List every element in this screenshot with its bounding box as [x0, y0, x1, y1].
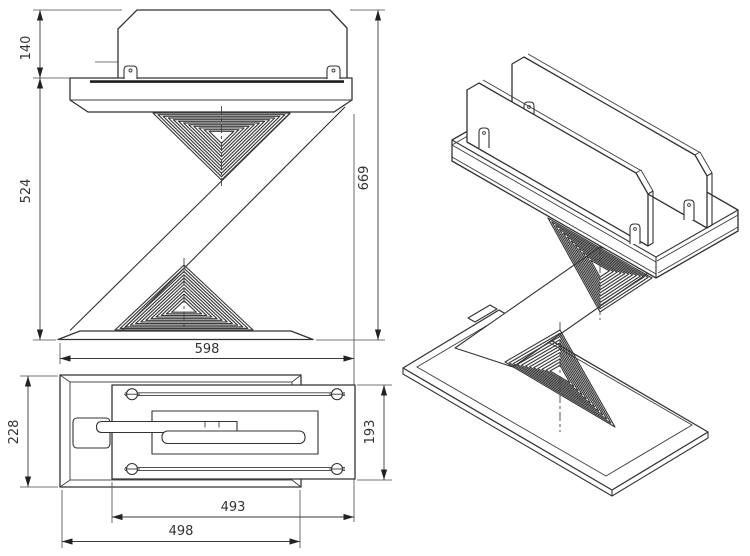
dimension-overall-height: 669 [316, 9, 385, 341]
dimension-panel-height: 140 [19, 9, 122, 79]
front-panel [117, 9, 348, 78]
iso-bottom-spiral [504, 329, 616, 428]
dim-value-base-length: 498 [169, 524, 194, 539]
dimension-plate-length: 493 [111, 482, 354, 523]
front-base [57, 330, 314, 341]
dimension-base-length: 498 [61, 490, 301, 548]
rod-top [125, 392, 345, 397]
dim-value-plate-depth: 193 [363, 420, 378, 445]
dim-value-plate-length: 493 [221, 500, 246, 515]
iso-far-panel [511, 53, 713, 229]
iso-foot-notch [467, 304, 498, 323]
dim-value-overall-height: 669 [357, 166, 372, 191]
dimension-base-depth: 228 [7, 375, 58, 488]
iso-near-panel [466, 79, 654, 247]
dim-value-body-height: 524 [19, 179, 34, 204]
dimension-body-height: 524 [19, 78, 56, 341]
front-beam [69, 77, 353, 113]
strut-arm [95, 420, 238, 434]
strut-upper-slot [161, 430, 306, 445]
dim-value-panel-height: 140 [19, 36, 34, 61]
rod-bottom [125, 467, 345, 471]
front-view [57, 9, 353, 341]
dim-value-base-depth: 228 [7, 420, 22, 445]
top-view [59, 374, 356, 488]
isometric-view [402, 53, 739, 497]
dimension-plate-depth: 193 [357, 384, 392, 481]
dim-value-overall-width: 598 [195, 342, 220, 357]
clip-icon [123, 65, 341, 79]
screw-icon [124, 388, 345, 476]
